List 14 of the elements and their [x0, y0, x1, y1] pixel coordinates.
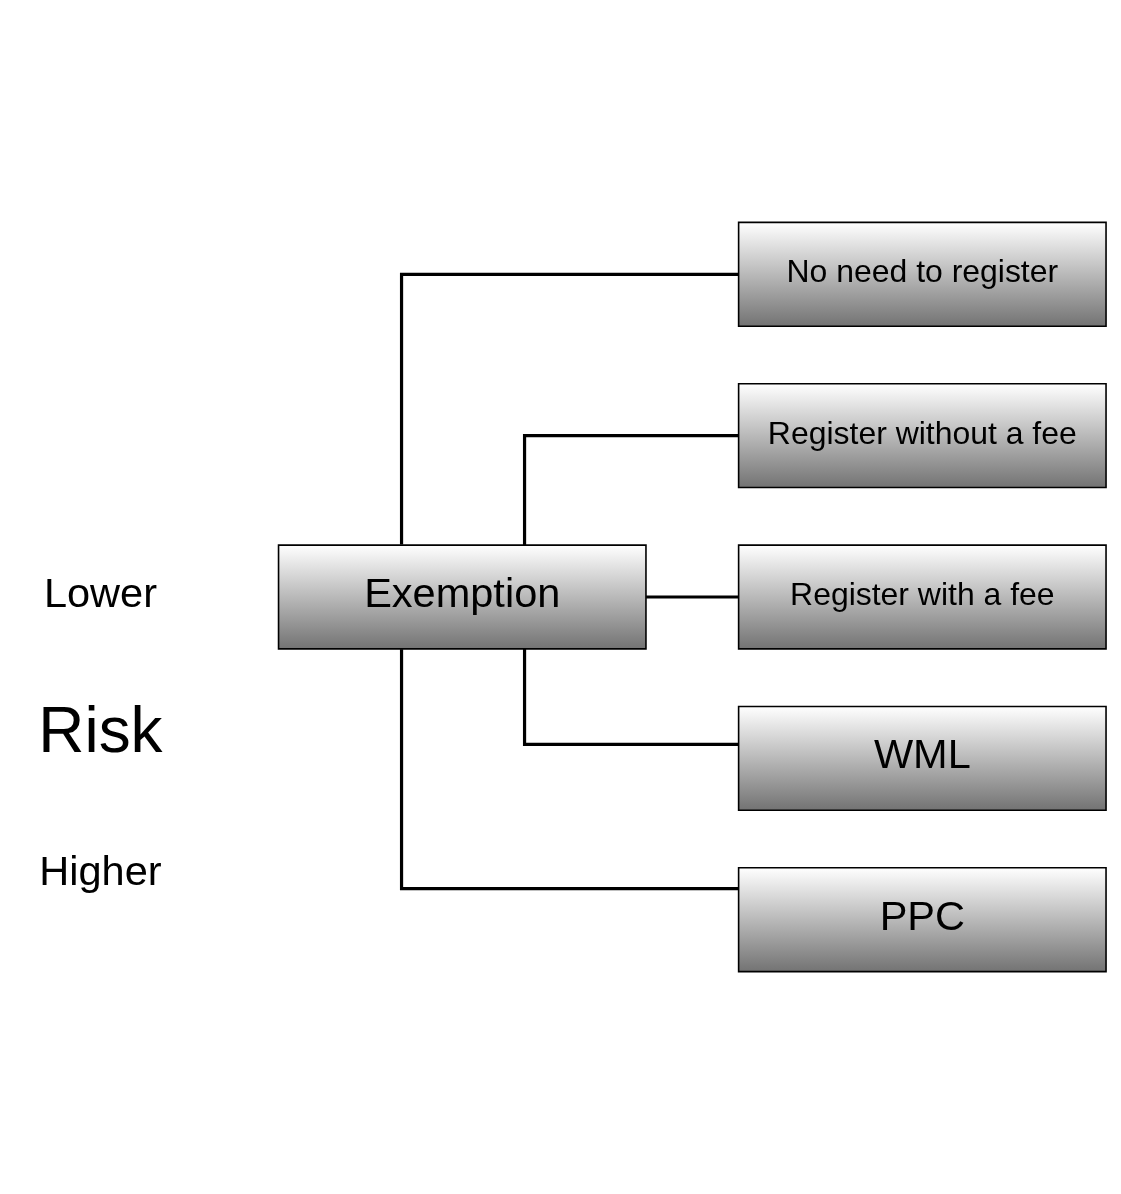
connector — [646, 595, 739, 599]
node-box: Register with a fee — [737, 544, 1107, 650]
node-box: No need to register — [737, 221, 1107, 328]
connector — [399, 272, 738, 545]
node-box: WML — [737, 705, 1107, 812]
node-box: Register without a fee — [737, 382, 1107, 489]
node-box: PPC — [737, 866, 1107, 973]
connector — [399, 649, 738, 891]
connector — [522, 434, 739, 546]
label: Higher — [39, 847, 162, 895]
node-box: Exemption — [277, 544, 647, 650]
label: Lower — [43, 569, 157, 617]
connector — [522, 648, 739, 746]
label: Risk — [38, 693, 163, 766]
